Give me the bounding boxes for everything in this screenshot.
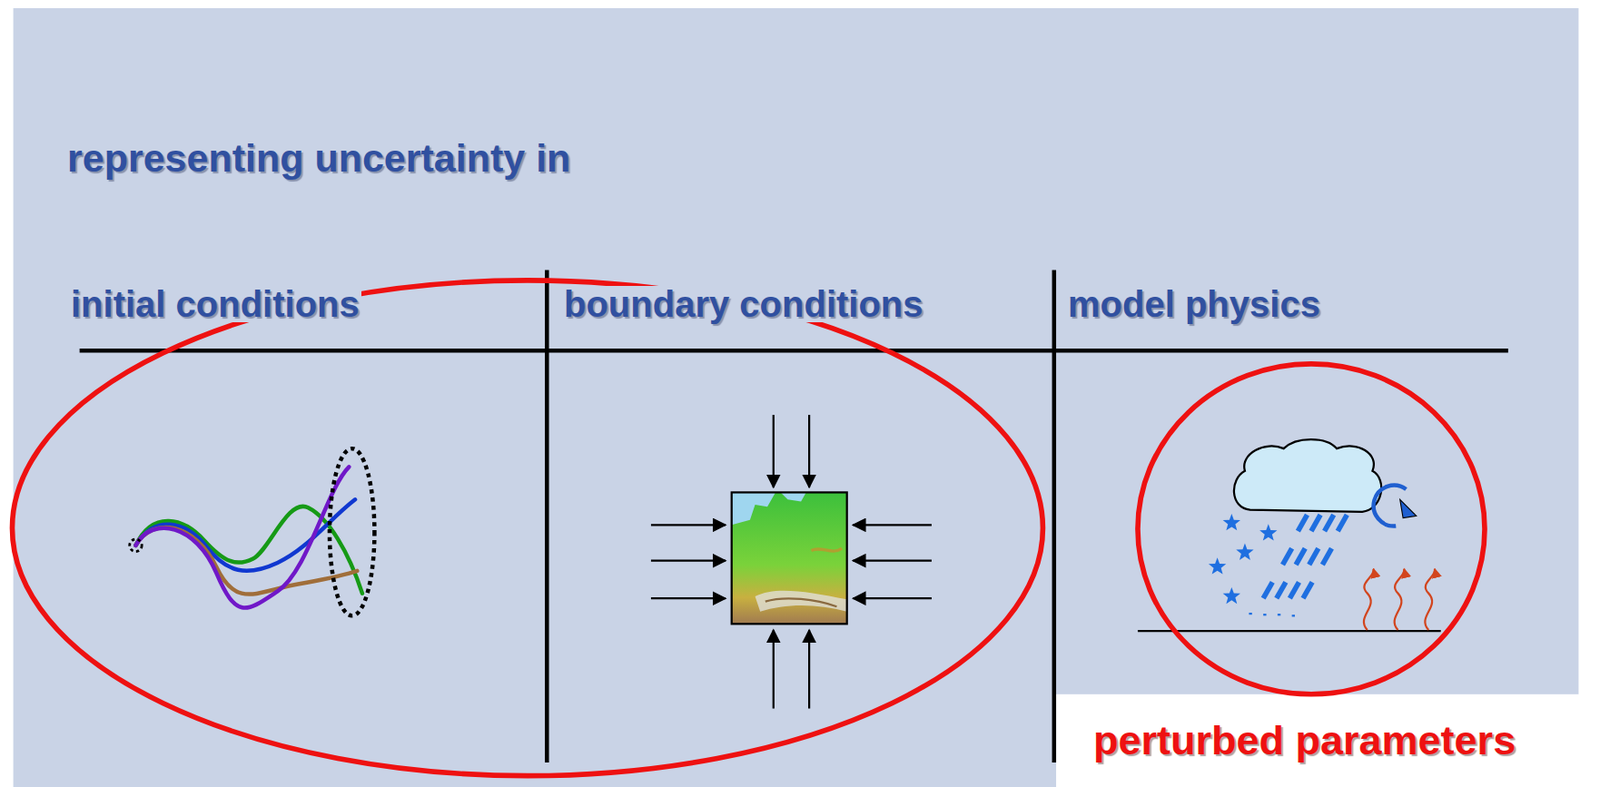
highlight-circle [1137, 364, 1485, 695]
slide-title: representing uncertainty in [67, 138, 571, 178]
domain-map [731, 492, 848, 624]
column-header: model physics [1066, 286, 1323, 323]
drizzle-dots [1248, 612, 1295, 617]
highlight-ellipse [11, 280, 1043, 777]
highlight-caption: perturbed parameters [1093, 720, 1516, 761]
heat-fluxes [1363, 569, 1435, 631]
snow-stars [1208, 513, 1278, 604]
column-header: boundary conditions [562, 286, 926, 323]
column-header: initial conditions [69, 286, 362, 323]
white-corner [1056, 694, 1600, 787]
column-divider [1052, 270, 1057, 763]
start-spread [129, 539, 142, 552]
rain-streaks [1263, 514, 1347, 599]
cloud [1234, 439, 1382, 513]
panel [13, 8, 1580, 787]
boundary-arrows [651, 414, 932, 709]
ground-line [1137, 630, 1442, 633]
table-rule [79, 348, 1509, 353]
column-divider [544, 270, 549, 763]
end-spread [329, 448, 375, 616]
